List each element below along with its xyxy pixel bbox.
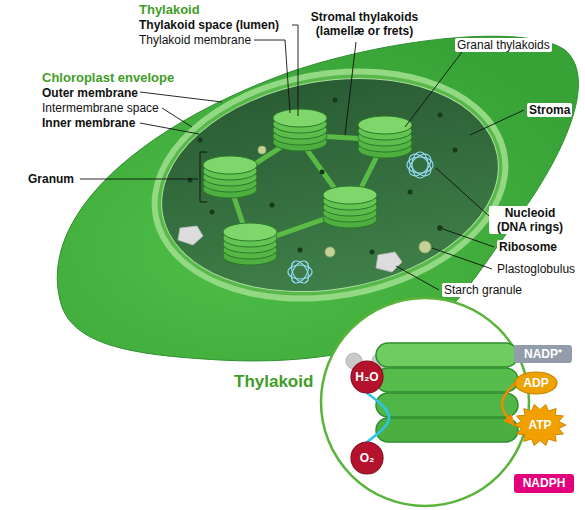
molecule-name: NADP⁺ bbox=[524, 347, 562, 361]
inset-heading: Thylakoid bbox=[232, 372, 315, 392]
granum-stack bbox=[223, 223, 277, 265]
energy-arrow bbox=[502, 383, 515, 425]
group-heading: Chloroplast envelope bbox=[40, 70, 176, 85]
ribosome-dot bbox=[370, 250, 375, 255]
leader-line bbox=[80, 179, 198, 180]
circle-shape bbox=[351, 442, 383, 474]
group-heading: Thylakoid bbox=[137, 2, 202, 17]
part-label: Granum bbox=[26, 172, 76, 186]
part-label: Plastoglobulus bbox=[495, 262, 577, 276]
molecule-ellipse: ADP bbox=[514, 371, 558, 395]
starch-granule bbox=[178, 226, 402, 272]
ribosome-dot bbox=[270, 203, 275, 208]
plastoglobulus bbox=[258, 146, 431, 257]
ribosome-dot bbox=[438, 113, 443, 118]
leader-line bbox=[470, 110, 524, 135]
molecule-name: ATP bbox=[528, 418, 551, 432]
dna-ring bbox=[405, 150, 435, 180]
dna-ring bbox=[288, 258, 312, 286]
connector-group bbox=[367, 383, 515, 442]
dna-ring bbox=[288, 258, 312, 286]
ribosome-dot bbox=[333, 98, 338, 103]
thylakoid-stack bbox=[376, 343, 518, 367]
leader-line bbox=[292, 25, 298, 116]
thylakoid-stack bbox=[376, 393, 518, 417]
leader-line bbox=[254, 40, 290, 113]
leader-line bbox=[405, 52, 462, 127]
ellipse-shape bbox=[515, 372, 557, 394]
molecule-name: H₂O bbox=[355, 370, 378, 384]
part-label: Inner membrane bbox=[40, 116, 137, 130]
star-shape bbox=[514, 405, 566, 446]
leader-line bbox=[443, 229, 494, 247]
part-label: Thylakoid space (lumen) bbox=[137, 18, 281, 32]
dna-ring bbox=[405, 150, 435, 180]
starch-granule bbox=[178, 226, 203, 245]
molecule-box: NADP⁺ bbox=[514, 345, 572, 363]
part-label: Thylakoid membrane bbox=[137, 33, 253, 47]
thylakoid-stack bbox=[376, 368, 518, 392]
molecule-box: NADPH bbox=[514, 474, 574, 493]
electron-path bbox=[367, 393, 389, 442]
ribosome-dot bbox=[188, 98, 458, 255]
ribosome-dot bbox=[453, 148, 458, 153]
leader-line bbox=[200, 152, 207, 202]
granum-stack bbox=[203, 156, 257, 198]
part-label: Granal thylakoids bbox=[455, 38, 552, 52]
stroma-cutaway bbox=[140, 48, 520, 321]
ribosome-dot bbox=[298, 248, 303, 253]
granum-stack bbox=[358, 116, 412, 158]
leader-line bbox=[396, 266, 439, 290]
thylakoid-inset-circle bbox=[321, 298, 529, 506]
ribosome-dot bbox=[437, 225, 443, 231]
ribosome-dot bbox=[210, 210, 215, 215]
part-label: Stromal thylakoids (lamellæ or frets) bbox=[300, 10, 429, 38]
thylakoid-stack bbox=[376, 343, 518, 442]
part-label: Nucleoid (DNA rings) bbox=[489, 206, 571, 234]
part-label: Ribosome bbox=[497, 240, 559, 254]
plastoglobulus bbox=[419, 241, 431, 253]
part-label: Stroma bbox=[527, 103, 572, 117]
leader-line bbox=[162, 108, 192, 127]
leader-line bbox=[140, 123, 199, 134]
granum-stack bbox=[273, 109, 327, 151]
molecule-name: ADP bbox=[523, 376, 548, 390]
stroma-cutaway bbox=[145, 53, 516, 317]
dna-ring bbox=[288, 150, 435, 286]
part-label: Intermembrane space bbox=[40, 101, 161, 115]
part-label: Outer membrane bbox=[40, 86, 140, 100]
granum-stack bbox=[323, 186, 377, 228]
leader-line bbox=[345, 42, 356, 135]
stroma-cutaway bbox=[133, 41, 527, 328]
stroma-cutaway bbox=[133, 41, 527, 328]
ribosome-dot bbox=[320, 170, 325, 175]
starch-granule bbox=[376, 252, 402, 272]
thylakoid-stack bbox=[376, 418, 518, 442]
ribosome-dot bbox=[198, 138, 203, 143]
molecule-star: ATP bbox=[513, 403, 567, 447]
plastoglobulus bbox=[325, 247, 335, 257]
leader-line bbox=[432, 248, 492, 269]
molecule-circle: H₂O bbox=[350, 360, 384, 394]
leader-line bbox=[80, 25, 524, 290]
ribosome-dot bbox=[188, 178, 193, 183]
molecule-name: NADPH bbox=[523, 476, 566, 490]
ribosome-dot bbox=[408, 190, 413, 195]
leader-line bbox=[436, 168, 489, 216]
molecule-name: O₂ bbox=[360, 451, 375, 465]
molecule-circle: O₂ bbox=[350, 441, 384, 475]
circle-shape bbox=[351, 361, 383, 393]
plastoglobulus bbox=[258, 146, 266, 154]
part-label: Starch granule bbox=[442, 283, 524, 297]
